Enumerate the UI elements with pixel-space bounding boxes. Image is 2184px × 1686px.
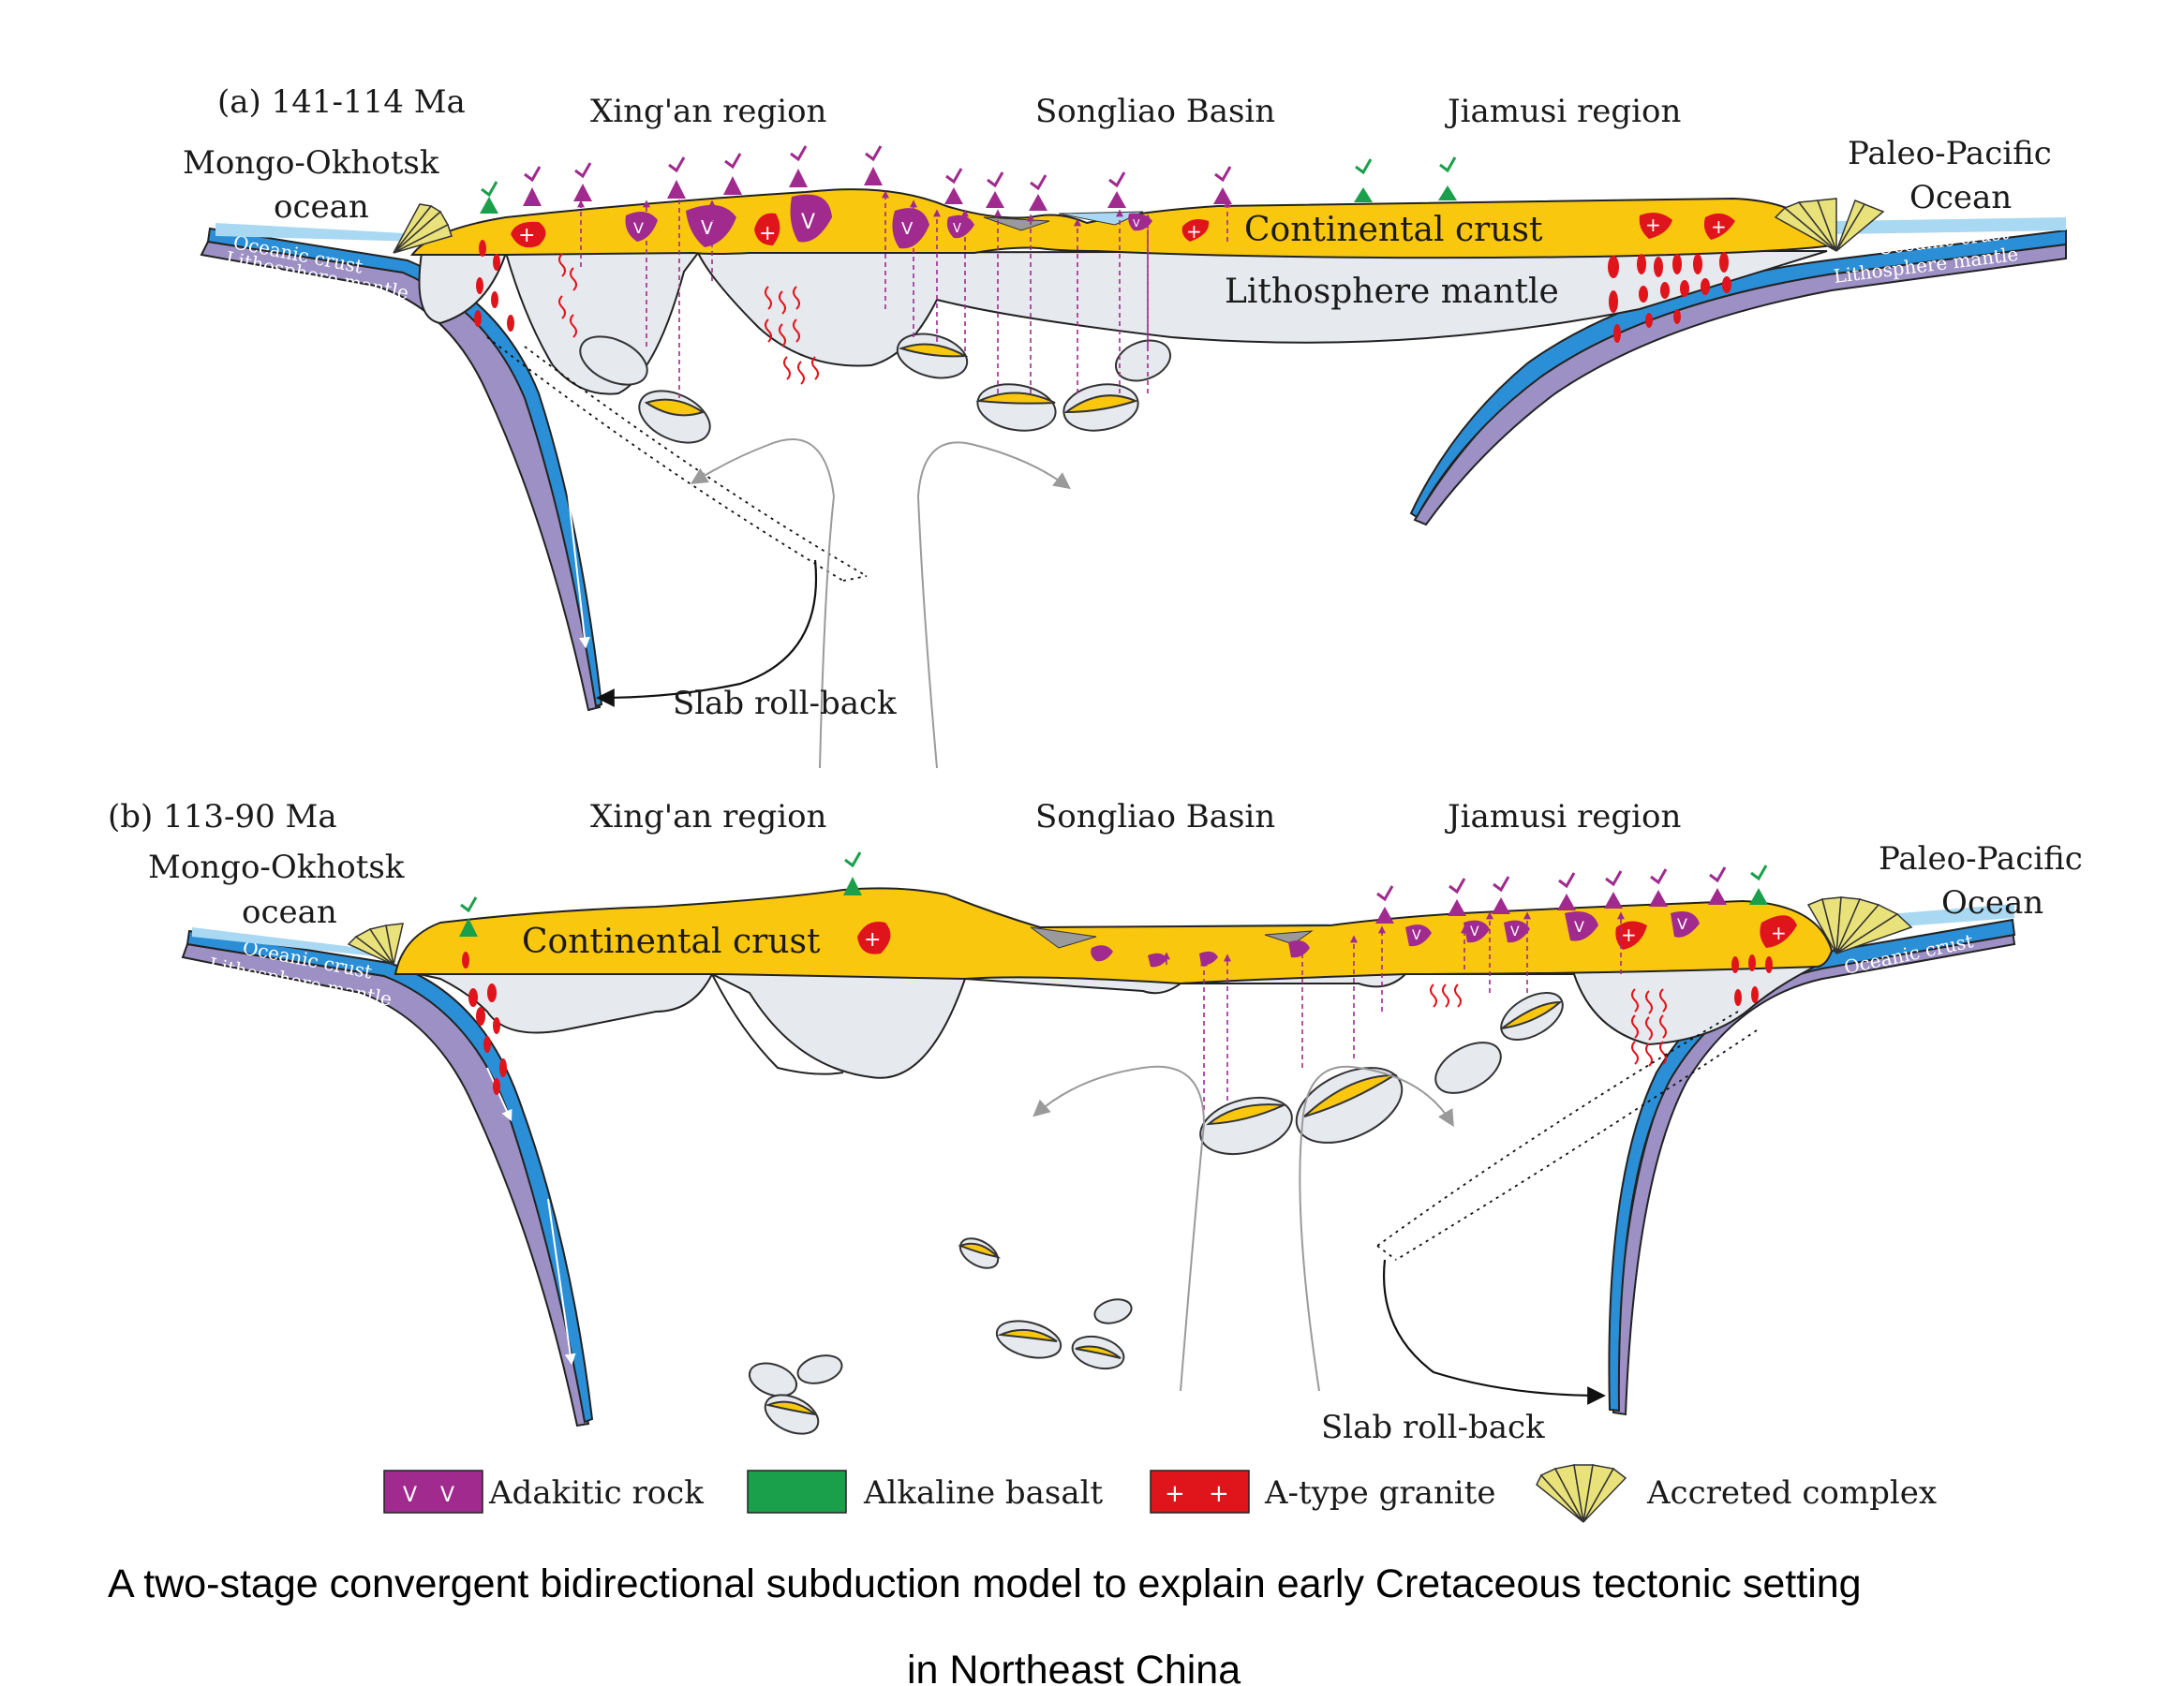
mantle-flow-b xyxy=(1033,1065,1454,1392)
panel-a-label: (a) 141-114 Ma xyxy=(217,83,466,121)
svg-text:+: + xyxy=(759,222,776,245)
rollback-arrow-b xyxy=(1383,1259,1606,1405)
rollback-label-a: Slab roll-back xyxy=(673,685,897,722)
songliao-label-b: Songliao Basin xyxy=(1035,798,1275,836)
legend-adakitic-label: Adakitic rock xyxy=(488,1474,704,1512)
svg-text:+: + xyxy=(1771,922,1787,944)
accreted-complex-left-b xyxy=(347,923,404,966)
pacific-label-b-1: Paleo-Pacific xyxy=(1879,840,2083,878)
svg-text:V: V xyxy=(440,1484,454,1507)
melt-droplets-b xyxy=(462,952,1773,1095)
caption-line-2: in Northeast China xyxy=(907,1648,1241,1686)
mantle-flow-a xyxy=(690,438,1071,769)
mantle-label-a: Lithosphere mantle xyxy=(1225,273,1559,311)
legend-alkaline: Alkaline basalt xyxy=(747,1470,1104,1514)
legend-granite-label: A-type granite xyxy=(1264,1474,1495,1512)
a-type-granite-b: + + + xyxy=(857,915,1797,954)
xingan-label-b: Xing'an region xyxy=(590,798,826,836)
magma-paths-b xyxy=(1163,911,1625,1110)
mongo-label-a-2: ocean xyxy=(274,188,369,226)
svg-text:+: + xyxy=(1645,214,1661,236)
volcanoes-a xyxy=(480,145,1457,214)
svg-text:V: V xyxy=(1412,928,1421,943)
a-type-granite-a: + + + + + xyxy=(511,212,1735,248)
svg-text:+: + xyxy=(1186,220,1202,243)
svg-text:V: V xyxy=(1677,915,1687,933)
legend-granite: + + A-type granite xyxy=(1150,1470,1495,1514)
lithosphere-mantle-b xyxy=(397,962,1823,1079)
svg-text:V: V xyxy=(1510,924,1520,939)
legend-alkaline-label: Alkaline basalt xyxy=(863,1474,1104,1512)
svg-text:V: V xyxy=(901,219,914,239)
svg-text:+: + xyxy=(1209,1480,1229,1508)
svg-text:V: V xyxy=(1470,924,1479,939)
sea-left-a xyxy=(215,223,422,242)
svg-text:V: V xyxy=(801,211,815,234)
accreted-complex-right-a xyxy=(1774,198,1885,252)
svg-text:+: + xyxy=(864,928,881,952)
panel-b: Oceanic crust Lithosphere mantle Oceanic… xyxy=(108,798,2083,1446)
svg-text:+: + xyxy=(518,224,535,247)
granite-swatch xyxy=(1150,1470,1250,1514)
mongo-label-b-1: Mongo-Okhotsk xyxy=(148,849,405,886)
legend-accreted-label: Accreted complex xyxy=(1646,1474,1937,1512)
panel-b-label: (b) 113-90 Ma xyxy=(108,798,337,836)
alkaline-swatch xyxy=(747,1470,847,1514)
svg-text:V: V xyxy=(633,219,644,237)
legend: V V Adakitic rock Alkaline basalt + + A-… xyxy=(383,1464,1937,1523)
jiamusi-label-a: Jiamusi region xyxy=(1445,93,1681,130)
rollback-arrow-a xyxy=(596,559,818,707)
svg-text:+: + xyxy=(1621,924,1637,946)
melt-waves-a xyxy=(558,253,819,385)
svg-text:V: V xyxy=(1133,217,1140,229)
delaminated-blocks-b xyxy=(748,992,1564,1435)
svg-text:V: V xyxy=(953,222,961,236)
legend-adakitic: V V Adakitic rock xyxy=(383,1470,704,1514)
jiamusi-label-b: Jiamusi region xyxy=(1445,798,1681,836)
pacific-label-a-2: Ocean xyxy=(1909,179,2012,216)
volcanoes-b xyxy=(459,851,1768,937)
svg-text:V: V xyxy=(701,216,714,239)
melt-waves-b xyxy=(1430,984,1667,1067)
accreted-fan-icon xyxy=(1536,1464,1627,1523)
xingan-label-a: Xing'an region xyxy=(590,93,826,130)
caption-line-1: A two-stage convergent bidirectional sub… xyxy=(108,1561,1862,1606)
continental-crust-a xyxy=(410,188,1834,259)
rollback-label-b: Slab roll-back xyxy=(1321,1409,1545,1446)
svg-text:+: + xyxy=(1711,215,1727,238)
crust-label-a: Continental crust xyxy=(1244,211,1543,249)
mongo-label-b-2: ocean xyxy=(242,894,337,931)
pacific-label-a-1: Paleo-Pacific xyxy=(1848,135,2052,172)
accreted-complex-right-b xyxy=(1806,896,1913,954)
accreted-complex-left-a xyxy=(393,203,453,254)
former-slab-outline-b xyxy=(1376,1011,1758,1261)
sea-left-b xyxy=(192,927,384,957)
sea-right-a xyxy=(1836,217,2066,234)
melt-droplets-a xyxy=(474,240,1731,343)
svg-text:+: + xyxy=(1165,1480,1185,1508)
pacific-label-b-2: Ocean xyxy=(1941,884,2043,922)
panel-a: Oceanic crust Lithosphere mantle Oceanic… xyxy=(183,83,2067,769)
legend-accreted: Accreted complex xyxy=(1536,1464,1937,1523)
adakitic-swatch xyxy=(383,1470,483,1514)
delaminated-blocks-a xyxy=(579,333,1172,444)
svg-text:V: V xyxy=(1574,918,1584,936)
magma-paths-a xyxy=(577,190,1231,398)
mongo-label-a-1: Mongo-Okhotsk xyxy=(183,144,439,182)
continental-crust-b xyxy=(394,887,1834,985)
crust-label-b: Continental crust xyxy=(522,923,821,961)
songliao-label-a: Songliao Basin xyxy=(1035,93,1275,130)
svg-text:V: V xyxy=(403,1484,417,1507)
